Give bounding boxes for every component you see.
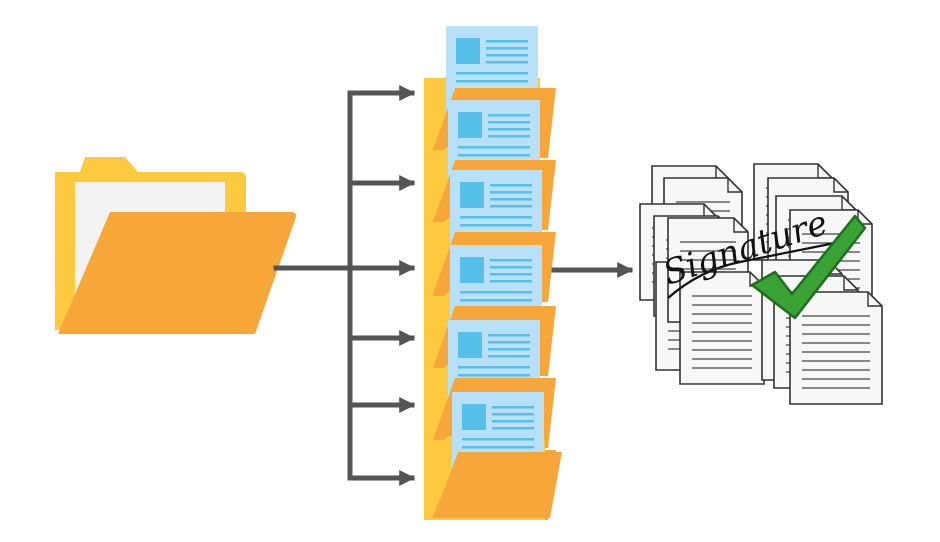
signed-documents-icon bbox=[639, 163, 883, 405]
folder-front-panel bbox=[434, 452, 562, 518]
stacked-folder-base bbox=[424, 392, 562, 520]
paper-sheet bbox=[789, 291, 883, 405]
distribution-arrows bbox=[273, 84, 634, 487]
source-folder-icon bbox=[55, 157, 296, 334]
paper-sheet bbox=[679, 271, 765, 385]
checkmark-icon bbox=[750, 214, 867, 320]
folder-stack bbox=[424, 26, 562, 520]
